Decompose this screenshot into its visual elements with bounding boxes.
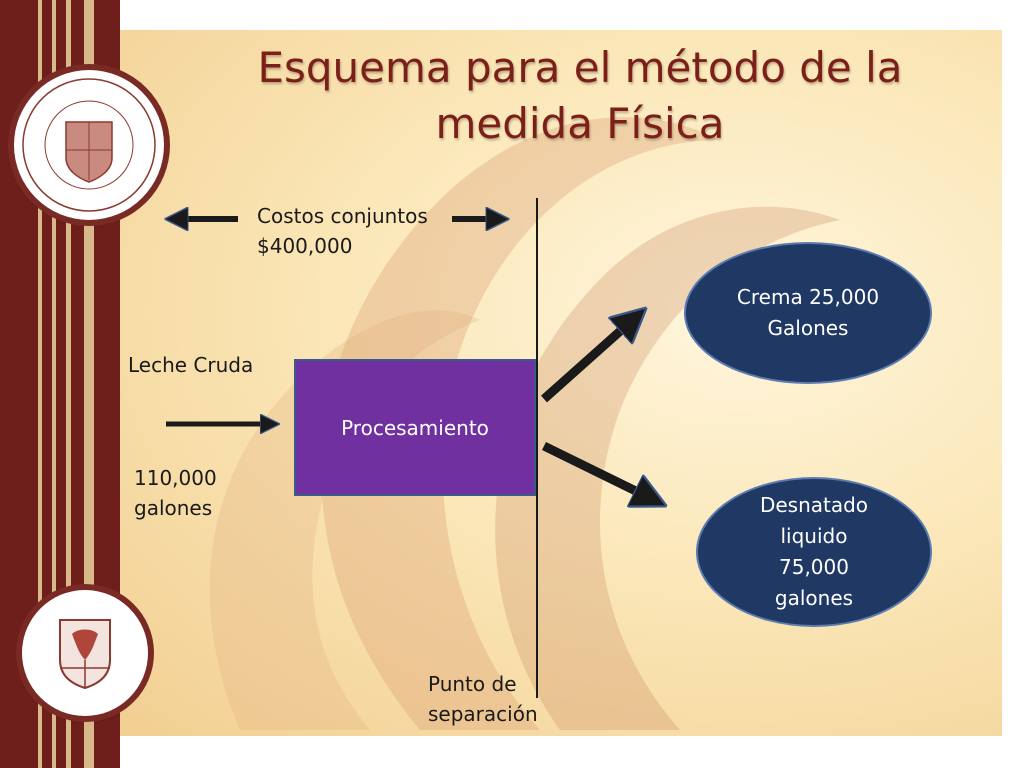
joint-costs-text: Costos conjuntos [257,204,428,228]
skim-product-quantity: 75,000 [779,555,849,579]
input-quantity: 110,000 galones [134,463,217,523]
input-quantity-unit: galones [134,496,213,520]
university-seal-icon [14,70,164,220]
sidebar-stripe [66,0,71,768]
skim-product-name: Desnatado [759,493,869,517]
split-point-label: Punto de separación [428,669,538,729]
skim-product-state: liquido [780,524,848,548]
sidebar-stripe [52,0,56,768]
input-quantity-number: 110,000 [134,466,217,490]
cream-output-arrow-icon [541,317,636,403]
split-point-line-2: separación [428,702,538,726]
split-point-line-1: Punto de [428,672,517,696]
skim-product-node: Desnatado liquido 75,000 galones [696,477,932,627]
process-box: Procesamiento [294,359,536,496]
skim-output-arrow-icon [542,441,654,500]
process-label: Procesamiento [341,415,489,440]
skim-product-unit: galones [774,586,854,610]
title-line-2: medida Física [435,99,725,148]
sidebar-stripe [84,0,94,768]
slide-title: Esquema para el método de la medida Físi… [210,40,950,152]
cream-product-name: Crema 25,000 [736,285,880,309]
separation-line [536,198,538,698]
icea-crest-icon [22,590,148,716]
joint-costs-amount: $400,000 [257,234,353,258]
sidebar-stripe [38,0,42,768]
joint-costs-label: Costos conjuntos $400,000 [257,201,428,261]
input-label: Leche Cruda [128,353,254,377]
title-line-1: Esquema para el método de la [257,43,903,92]
cream-product-node: Crema 25,000 Galones [684,242,932,384]
cream-product-unit: Galones [767,316,849,340]
